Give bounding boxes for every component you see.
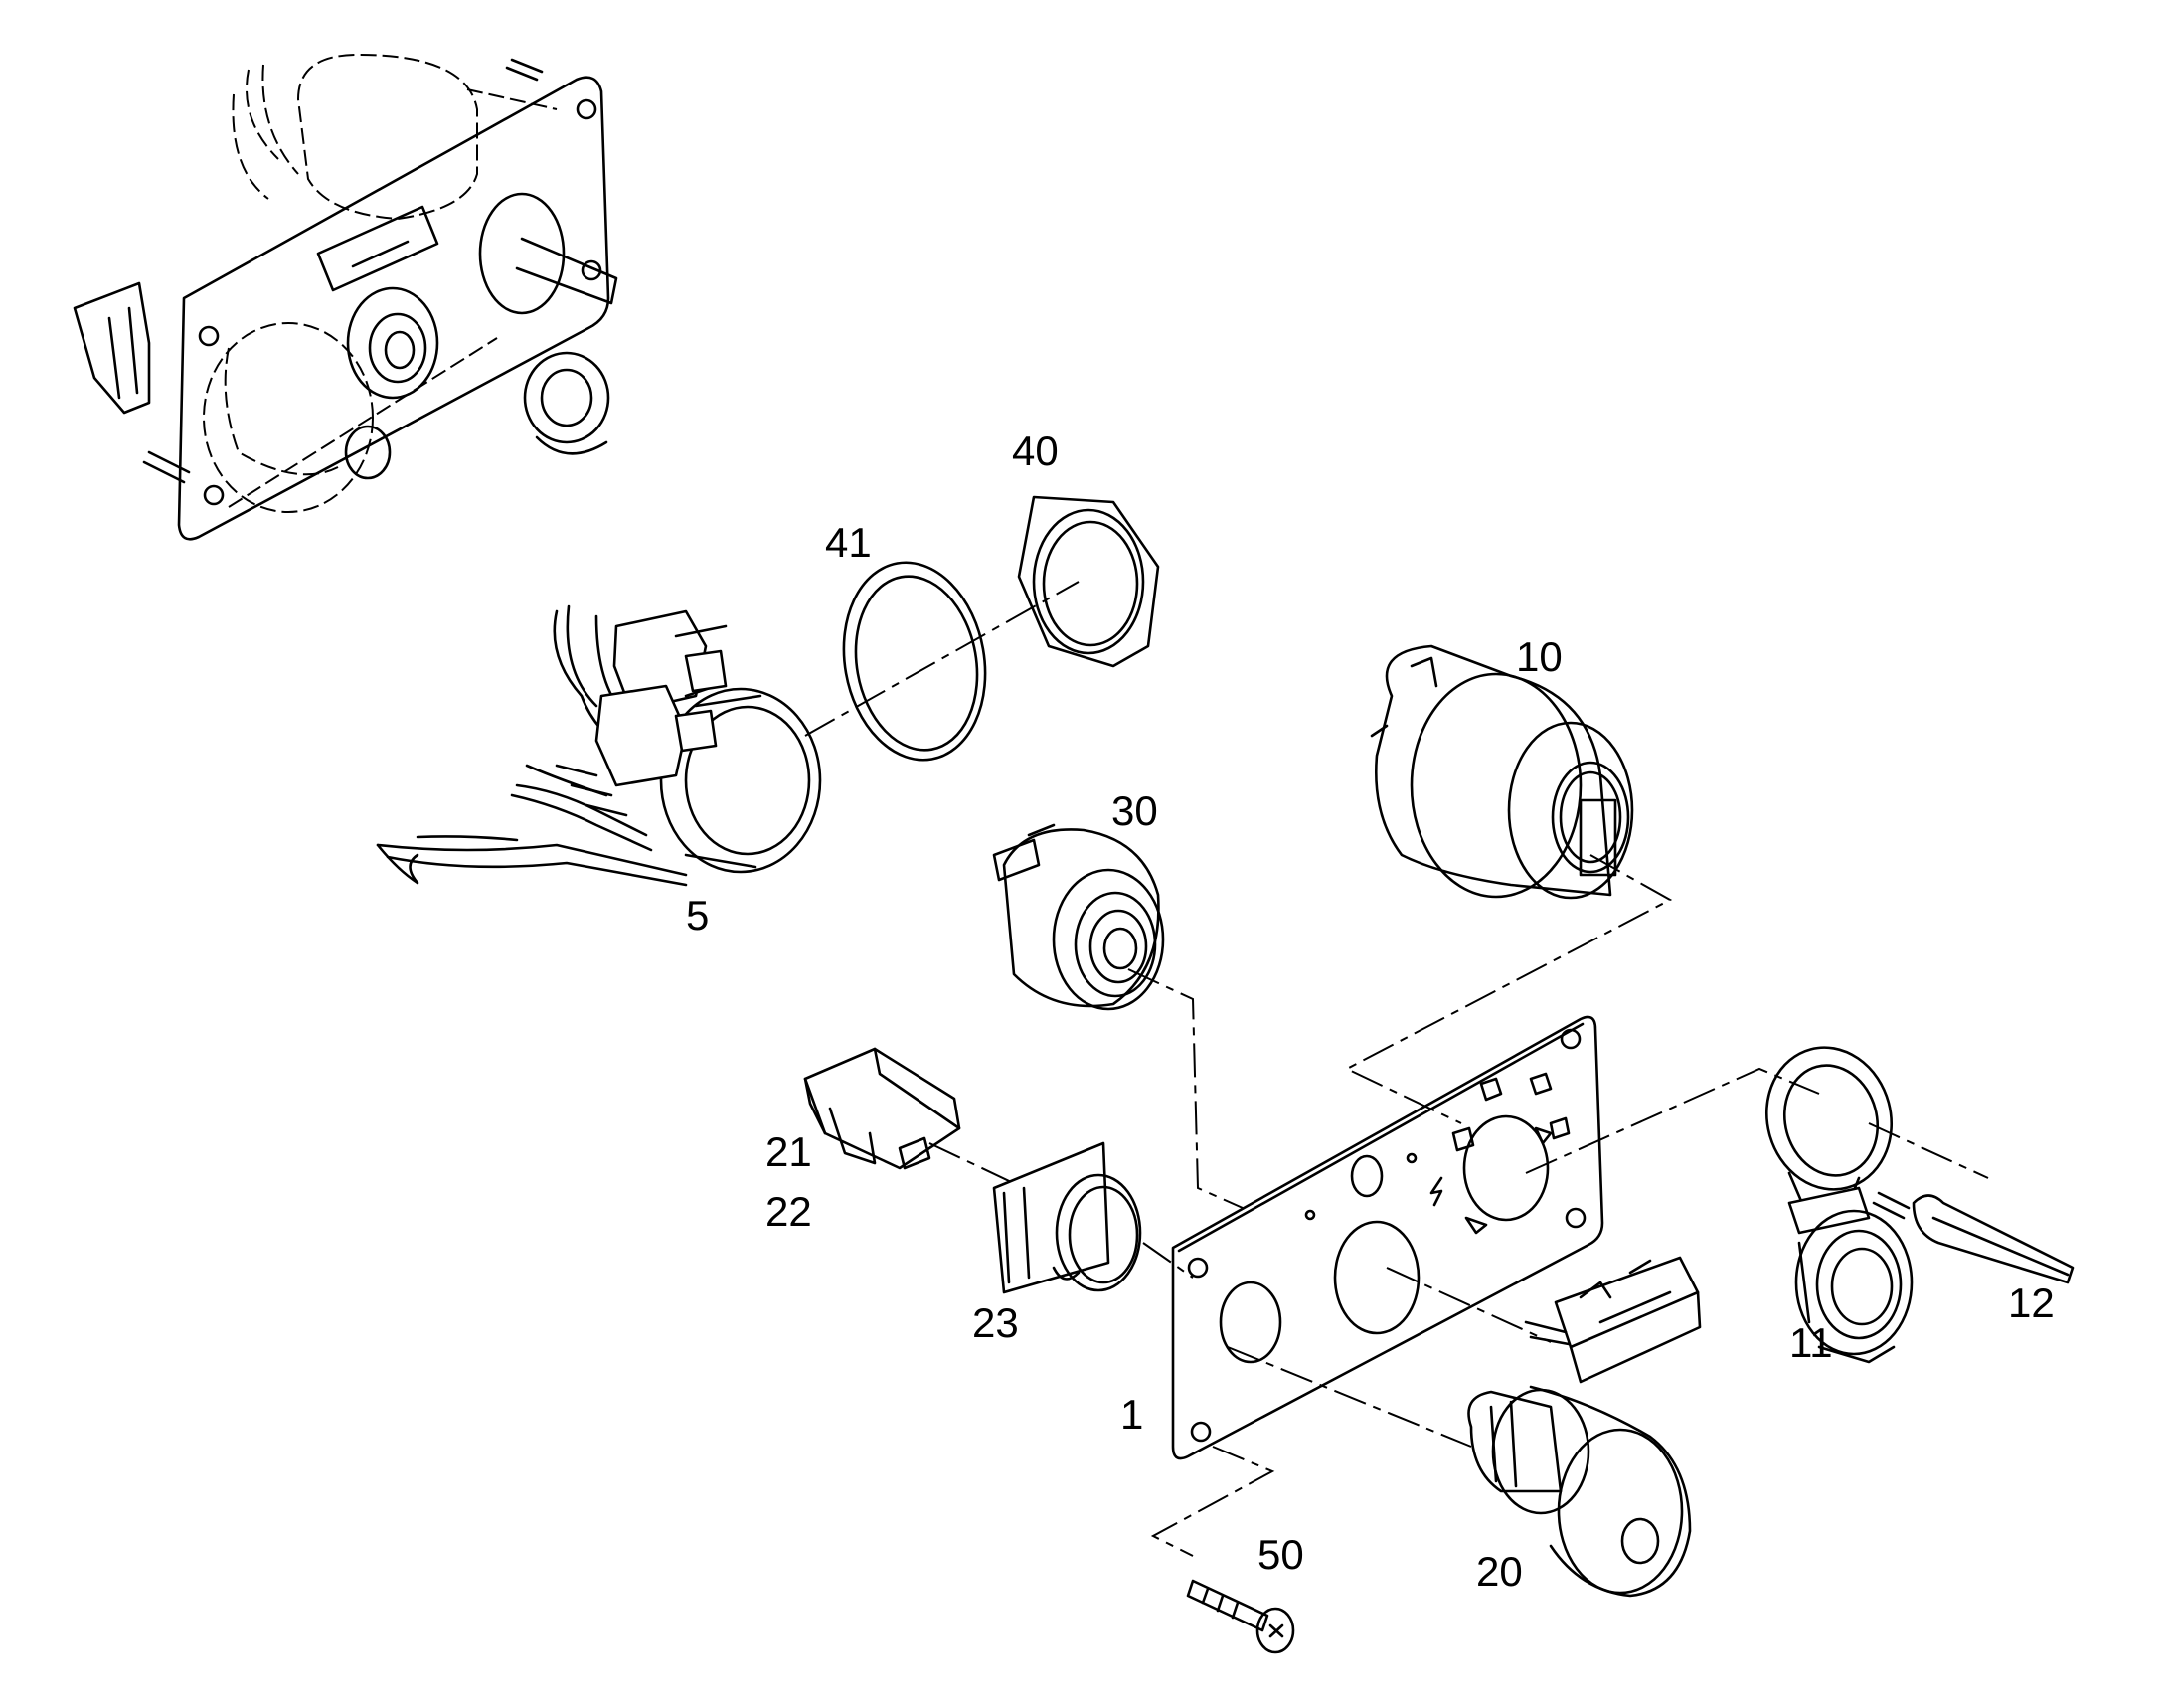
- part-23-mount-adapter: [992, 1141, 1142, 1294]
- axis-line-20: [1227, 1346, 1472, 1448]
- callout-21: 21: [765, 1128, 812, 1175]
- part-5-rotary-switch-harness: [376, 604, 822, 887]
- assembled-view: [73, 53, 618, 541]
- part-1-front-panel: [1171, 1015, 1604, 1460]
- callout-41: 41: [825, 519, 872, 566]
- callout-50: 50: [1257, 1531, 1304, 1578]
- callout-20: 20: [1476, 1548, 1523, 1595]
- part-20-mushroom-button: [1467, 1385, 1692, 1598]
- part-10-key-switch: [1370, 644, 1634, 900]
- axis-line-30: [1127, 968, 1244, 1209]
- part-11-socket-cap: [1764, 1046, 1914, 1364]
- axis-line-10: [1344, 854, 1673, 1124]
- callout-5: 5: [686, 892, 710, 939]
- callout-23: 23: [972, 1299, 1019, 1346]
- callout-30: 30: [1111, 787, 1158, 834]
- callout-22: 22: [765, 1188, 812, 1235]
- axis-line-50: [1150, 1446, 1275, 1557]
- callout-10: 10: [1516, 633, 1563, 680]
- axis-line-11: [1525, 1067, 1989, 1179]
- axis-line-21: [928, 1142, 1025, 1189]
- part-12-key: [1872, 1191, 2075, 1284]
- axis-line-23: [1142, 1242, 1194, 1279]
- part-30-buzzer: [992, 823, 1165, 1011]
- callout-12: 12: [2008, 1280, 2055, 1326]
- callout-1: 1: [1120, 1391, 1144, 1438]
- part-50-screw: [1186, 1579, 1295, 1654]
- part-41-ring: [842, 561, 987, 762]
- callout-11: 11: [1789, 1319, 1833, 1366]
- part-21-22-contact-block: [803, 1047, 961, 1170]
- connector-strip: [1524, 1256, 1702, 1384]
- axis-line-connector: [1386, 1267, 1552, 1343]
- callout-40: 40: [1012, 427, 1059, 474]
- part-40-hex-nut: [1017, 495, 1160, 668]
- axis-line-5: [804, 581, 1080, 737]
